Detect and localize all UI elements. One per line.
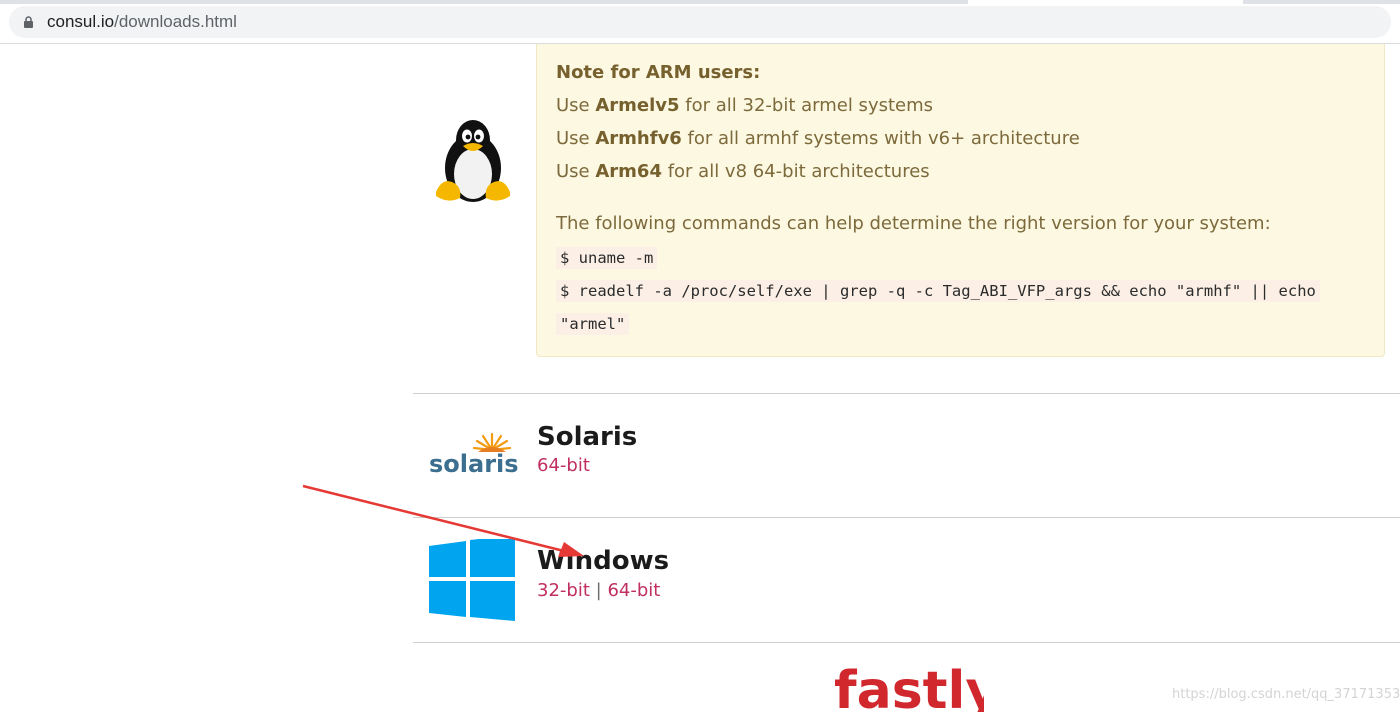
command-uname: $ uname -m	[556, 247, 658, 269]
command-readelf: $ readelf -a /proc/self/exe | grep -q -c…	[556, 280, 1320, 302]
solaris-logo-text: solaris	[429, 450, 518, 478]
arm-note-line-armhfv6: Use Armhfv6 for all armhf systems with v…	[556, 128, 1080, 149]
fastly-logo: fastly	[834, 662, 984, 712]
address-bar[interactable]: consul.io/downloads.html	[9, 6, 1391, 38]
link-divider: |	[595, 580, 602, 601]
arm-note-line-arm64: Use Arm64 for all v8 64-bit architecture…	[556, 161, 930, 182]
windows-64bit-link[interactable]: 64-bit	[607, 580, 661, 601]
active-tab-edge	[968, 0, 1243, 4]
windows-32bit-link[interactable]: 32-bit	[537, 580, 590, 601]
url-host: consul.io	[47, 12, 115, 31]
linux-tux-icon	[436, 120, 510, 202]
command-readelf-continued: "armel"	[556, 313, 630, 335]
windows-logo-icon	[429, 539, 515, 621]
section-divider	[413, 642, 1400, 643]
arm-users-note: Note for ARM users: Use Armelv5 for all …	[536, 44, 1385, 357]
windows-download-links: 32-bit | 64-bit	[537, 580, 660, 602]
arm-note-line-armelv5: Use Armelv5 for all 32-bit armel systems	[556, 95, 934, 116]
address-bar-url[interactable]: consul.io/downloads.html	[47, 12, 237, 32]
solaris-download-links: 64-bit	[537, 455, 590, 477]
arm-note-commands-intro: The following commands can help determin…	[556, 213, 1271, 234]
section-divider	[413, 393, 1400, 394]
solaris-logo-icon: solaris	[429, 432, 518, 478]
fastly-logo-text: fastly	[834, 662, 984, 712]
red-arrow-annotation-icon	[302, 484, 584, 557]
solaris-title: Solaris	[537, 422, 638, 452]
solaris-64bit-link[interactable]: 64-bit	[537, 455, 590, 476]
lock-icon[interactable]	[23, 16, 34, 28]
watermark: https://blog.csdn.net/qq_37171353	[1172, 687, 1400, 702]
arm-note-title: Note for ARM users:	[556, 62, 761, 83]
section-divider	[413, 517, 1400, 518]
browser-tab-strip	[0, 0, 1400, 4]
browser-divider	[0, 43, 1400, 44]
url-path: /downloads.html	[114, 12, 237, 31]
